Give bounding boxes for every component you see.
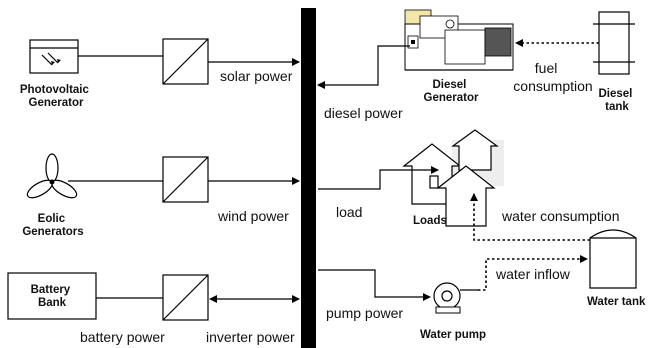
loads-label: Loads	[413, 215, 447, 227]
water-pump-label: Water pump	[420, 329, 486, 341]
diesel-gen-line1: Diesel	[432, 79, 466, 91]
battery-line2: Bank	[38, 297, 67, 309]
battery-line1: Battery	[31, 284, 71, 296]
water-pump-icon	[433, 282, 478, 314]
load-label: load	[336, 204, 362, 220]
diesel-tank-icon	[593, 11, 635, 75]
diesel-gen-line2: Generator	[424, 92, 479, 104]
battery-power-label: battery power	[80, 329, 165, 345]
water-inflow-label: water inflow	[495, 266, 571, 282]
solar-power-label: solar power	[220, 68, 293, 84]
diesel-generator-label: Diesel Generator	[424, 79, 479, 104]
loads-houses-icon	[402, 129, 504, 227]
battery-converter-icon	[162, 274, 209, 321]
wind-power-label: wind power	[217, 208, 289, 224]
pump-power-arrow	[318, 269, 431, 301]
wind-converter-icon	[162, 156, 209, 203]
load-arrow	[318, 166, 439, 190]
diesel-power-arrow	[317, 45, 410, 89]
battery-bank-label: Battery Bank	[31, 284, 74, 309]
pv-converter-icon	[162, 38, 209, 85]
fuel-line1: fuel	[535, 60, 558, 76]
diesel-tank-line1: Diesel	[598, 88, 632, 100]
water-tank-label: Water tank	[587, 296, 646, 308]
central-bus-bar	[301, 8, 316, 348]
photovoltaic-line1: Photovoltaic	[20, 84, 90, 96]
fuel-line2: consumption	[513, 78, 592, 94]
fuel-consumption-label: fuel consumption	[513, 60, 592, 94]
pump-power-label: pump power	[326, 305, 403, 321]
water-tank-icon	[589, 229, 637, 289]
eolic-generators-label: Eolic Generators	[22, 213, 83, 238]
battery-bank-box	[7, 272, 97, 320]
inverter-power-label: inverter power	[206, 329, 295, 345]
diesel-tank-line2: tank	[605, 101, 629, 113]
photovoltaic-generator-icon	[29, 39, 79, 74]
diesel-generator-icon	[404, 9, 514, 71]
photovoltaic-line2: Generator	[29, 97, 84, 109]
diesel-power-label: diesel power	[324, 105, 403, 121]
eolic-line2: Generators	[22, 226, 83, 238]
diesel-tank-label: Diesel tank	[598, 88, 635, 113]
water-consumption-label: water consumption	[501, 208, 620, 224]
water-consumption-arrow	[470, 193, 590, 241]
photovoltaic-generator-label: Photovoltaic Generator	[20, 84, 92, 109]
eolic-line1: Eolic	[38, 213, 66, 225]
wind-turbine-icon	[26, 153, 78, 199]
